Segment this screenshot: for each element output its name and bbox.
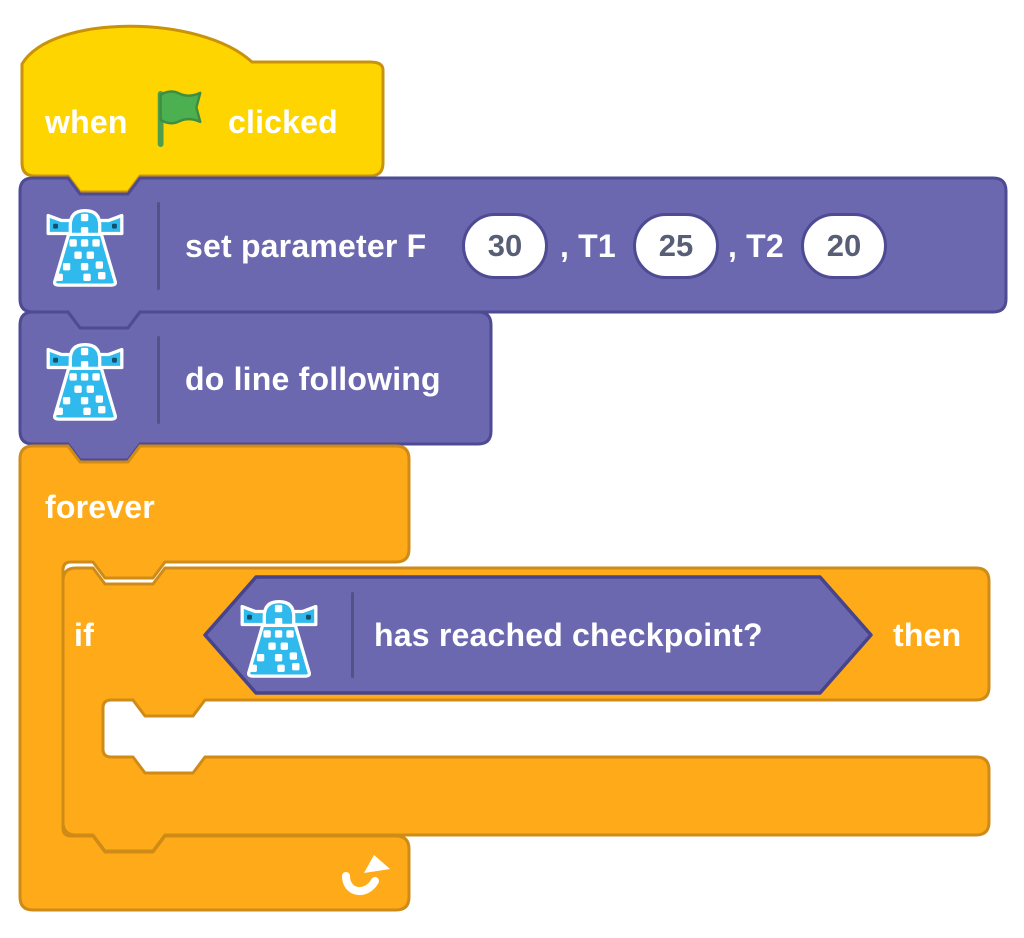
parameter-f-input[interactable]: 30 xyxy=(462,213,548,279)
do-line-following-label: do line following xyxy=(185,361,441,397)
green-flag-icon xyxy=(150,88,208,150)
forever-label: forever xyxy=(45,489,155,525)
t1-label: , T1 xyxy=(560,228,616,264)
device-icon xyxy=(44,334,126,424)
forever-block[interactable] xyxy=(18,444,411,912)
device-icon xyxy=(238,591,320,681)
if-label: if xyxy=(74,617,94,653)
clicked-label: clicked xyxy=(228,104,338,140)
set-parameter-label: set parameter F xyxy=(185,228,427,264)
separator-divider xyxy=(157,202,160,290)
has-reached-checkpoint-boolean[interactable] xyxy=(203,575,873,695)
parameter-t2-input[interactable]: 20 xyxy=(801,213,887,279)
t2-label: , T2 xyxy=(728,228,784,264)
do-line-following-block[interactable] xyxy=(18,310,493,462)
device-icon xyxy=(44,200,126,290)
when-flag-clicked-block[interactable] xyxy=(20,24,385,194)
separator-divider xyxy=(157,336,160,424)
has-reached-checkpoint-label: has reached checkpoint? xyxy=(374,617,763,653)
then-label: then xyxy=(893,617,962,653)
when-label: when xyxy=(45,104,128,140)
separator-divider xyxy=(351,592,354,678)
parameter-t1-input[interactable]: 25 xyxy=(633,213,719,279)
loop-arrow-icon xyxy=(338,852,392,902)
